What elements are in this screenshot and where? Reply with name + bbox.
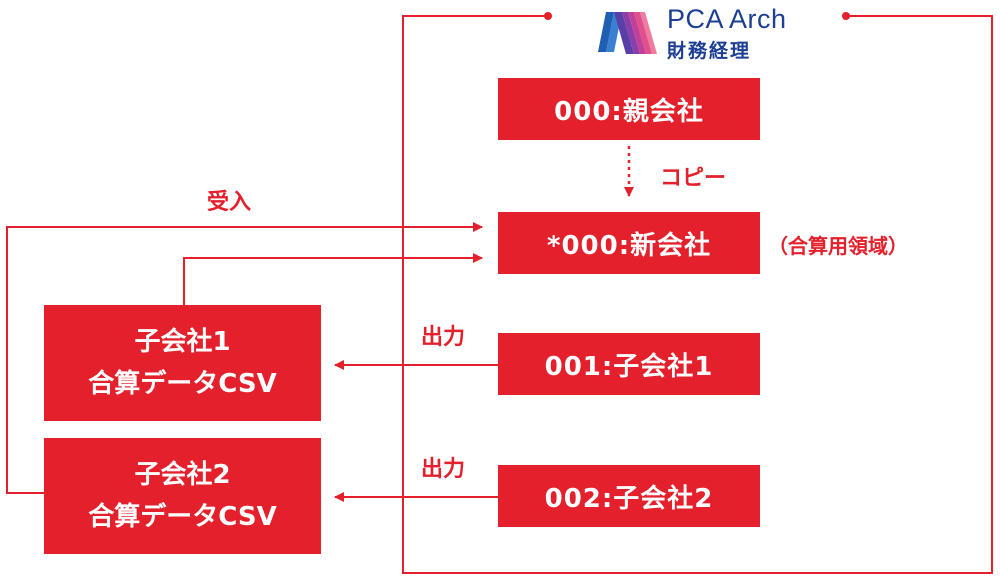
output-label-1: 出力 <box>421 325 466 350</box>
product-name: 財務経理 <box>667 40 752 62</box>
brand-name: PCA Arch <box>667 4 787 34</box>
receive-arrow-1 <box>6 222 483 494</box>
frame-dot-right <box>842 12 850 20</box>
pca-arch-logo-icon <box>598 12 657 54</box>
subsidiary-2-csv-line1: 子会社2 <box>134 460 231 490</box>
receive-arrow-2 <box>183 253 483 305</box>
new-company-box: *000:新会社 <box>498 212 760 274</box>
consolidation-area-label: （合算用領域） <box>768 234 908 258</box>
subsidiary-1-csv-box: 子会社1 合算データCSV <box>44 305 321 421</box>
frame-dot-left <box>544 12 552 20</box>
subsidiary-2-label: 002:子会社2 <box>544 483 714 514</box>
parent-company-label: 000:親会社 <box>554 96 704 127</box>
system-frame <box>402 15 993 574</box>
new-company-label: *000:新会社 <box>546 230 712 261</box>
copy-label: コピー <box>660 166 727 191</box>
output-label-2: 出力 <box>421 457 466 482</box>
receive-label: 受入 <box>207 190 252 215</box>
subsidiary-2-box: 002:子会社2 <box>498 465 760 527</box>
subsidiary-2-csv-box: 子会社2 合算データCSV <box>44 438 321 554</box>
subsidiary-2-csv-line2: 合算データCSV <box>88 502 277 532</box>
subsidiary-1-box: 001:子会社1 <box>498 333 760 395</box>
subsidiary-1-csv-line2: 合算データCSV <box>88 369 277 399</box>
parent-company-box: 000:親会社 <box>498 78 760 140</box>
subsidiary-1-csv-line1: 子会社1 <box>134 327 231 357</box>
subsidiary-1-label: 001:子会社1 <box>544 351 714 382</box>
